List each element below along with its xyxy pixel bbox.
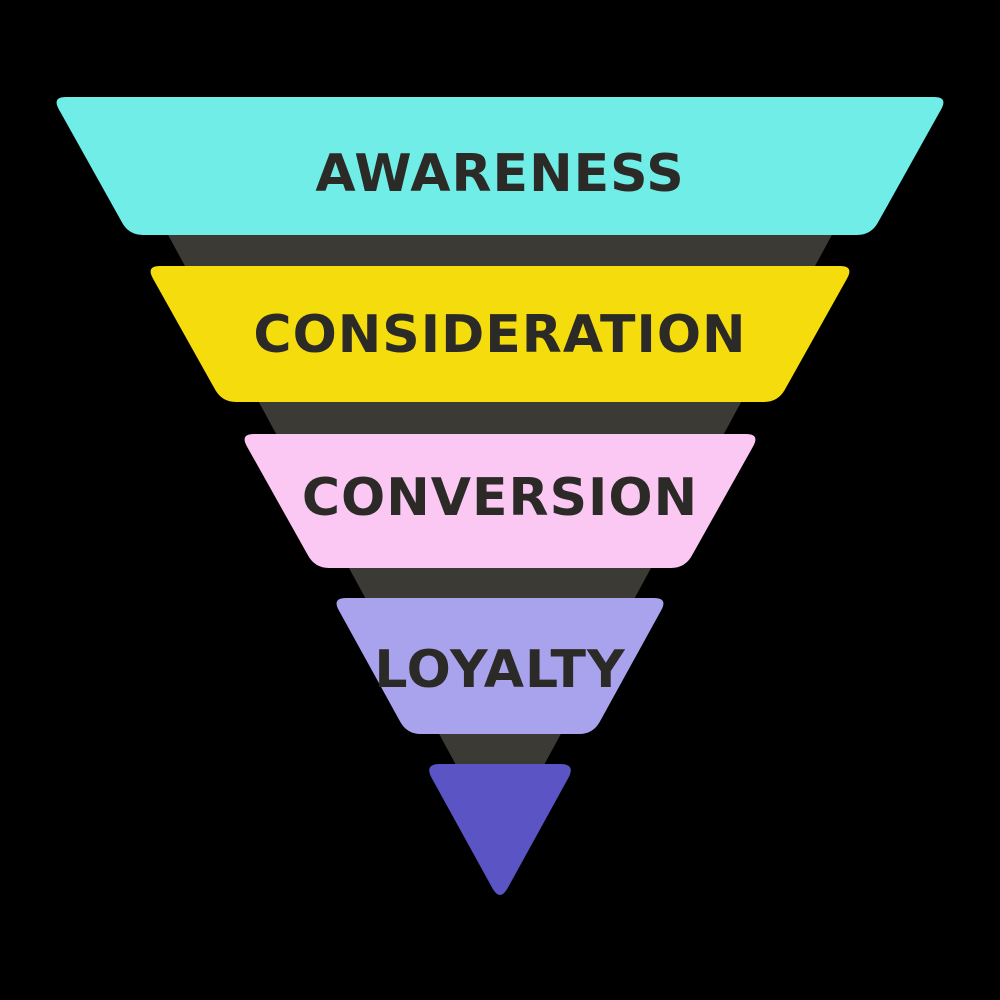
stage-shape-tip	[429, 764, 571, 895]
stage-label-consideration: CONSIDERATION	[253, 305, 746, 365]
stage-shape-loyalty	[336, 598, 664, 734]
stage-label-awareness: AWARENESS	[315, 144, 684, 204]
stage-shape-awareness	[56, 97, 944, 235]
stage-shape-consideration	[150, 266, 850, 402]
stage-shape-conversion	[244, 434, 756, 568]
stage-label-loyalty: LOYALTY	[374, 640, 626, 700]
stage-label-conversion: CONVERSION	[302, 468, 698, 528]
